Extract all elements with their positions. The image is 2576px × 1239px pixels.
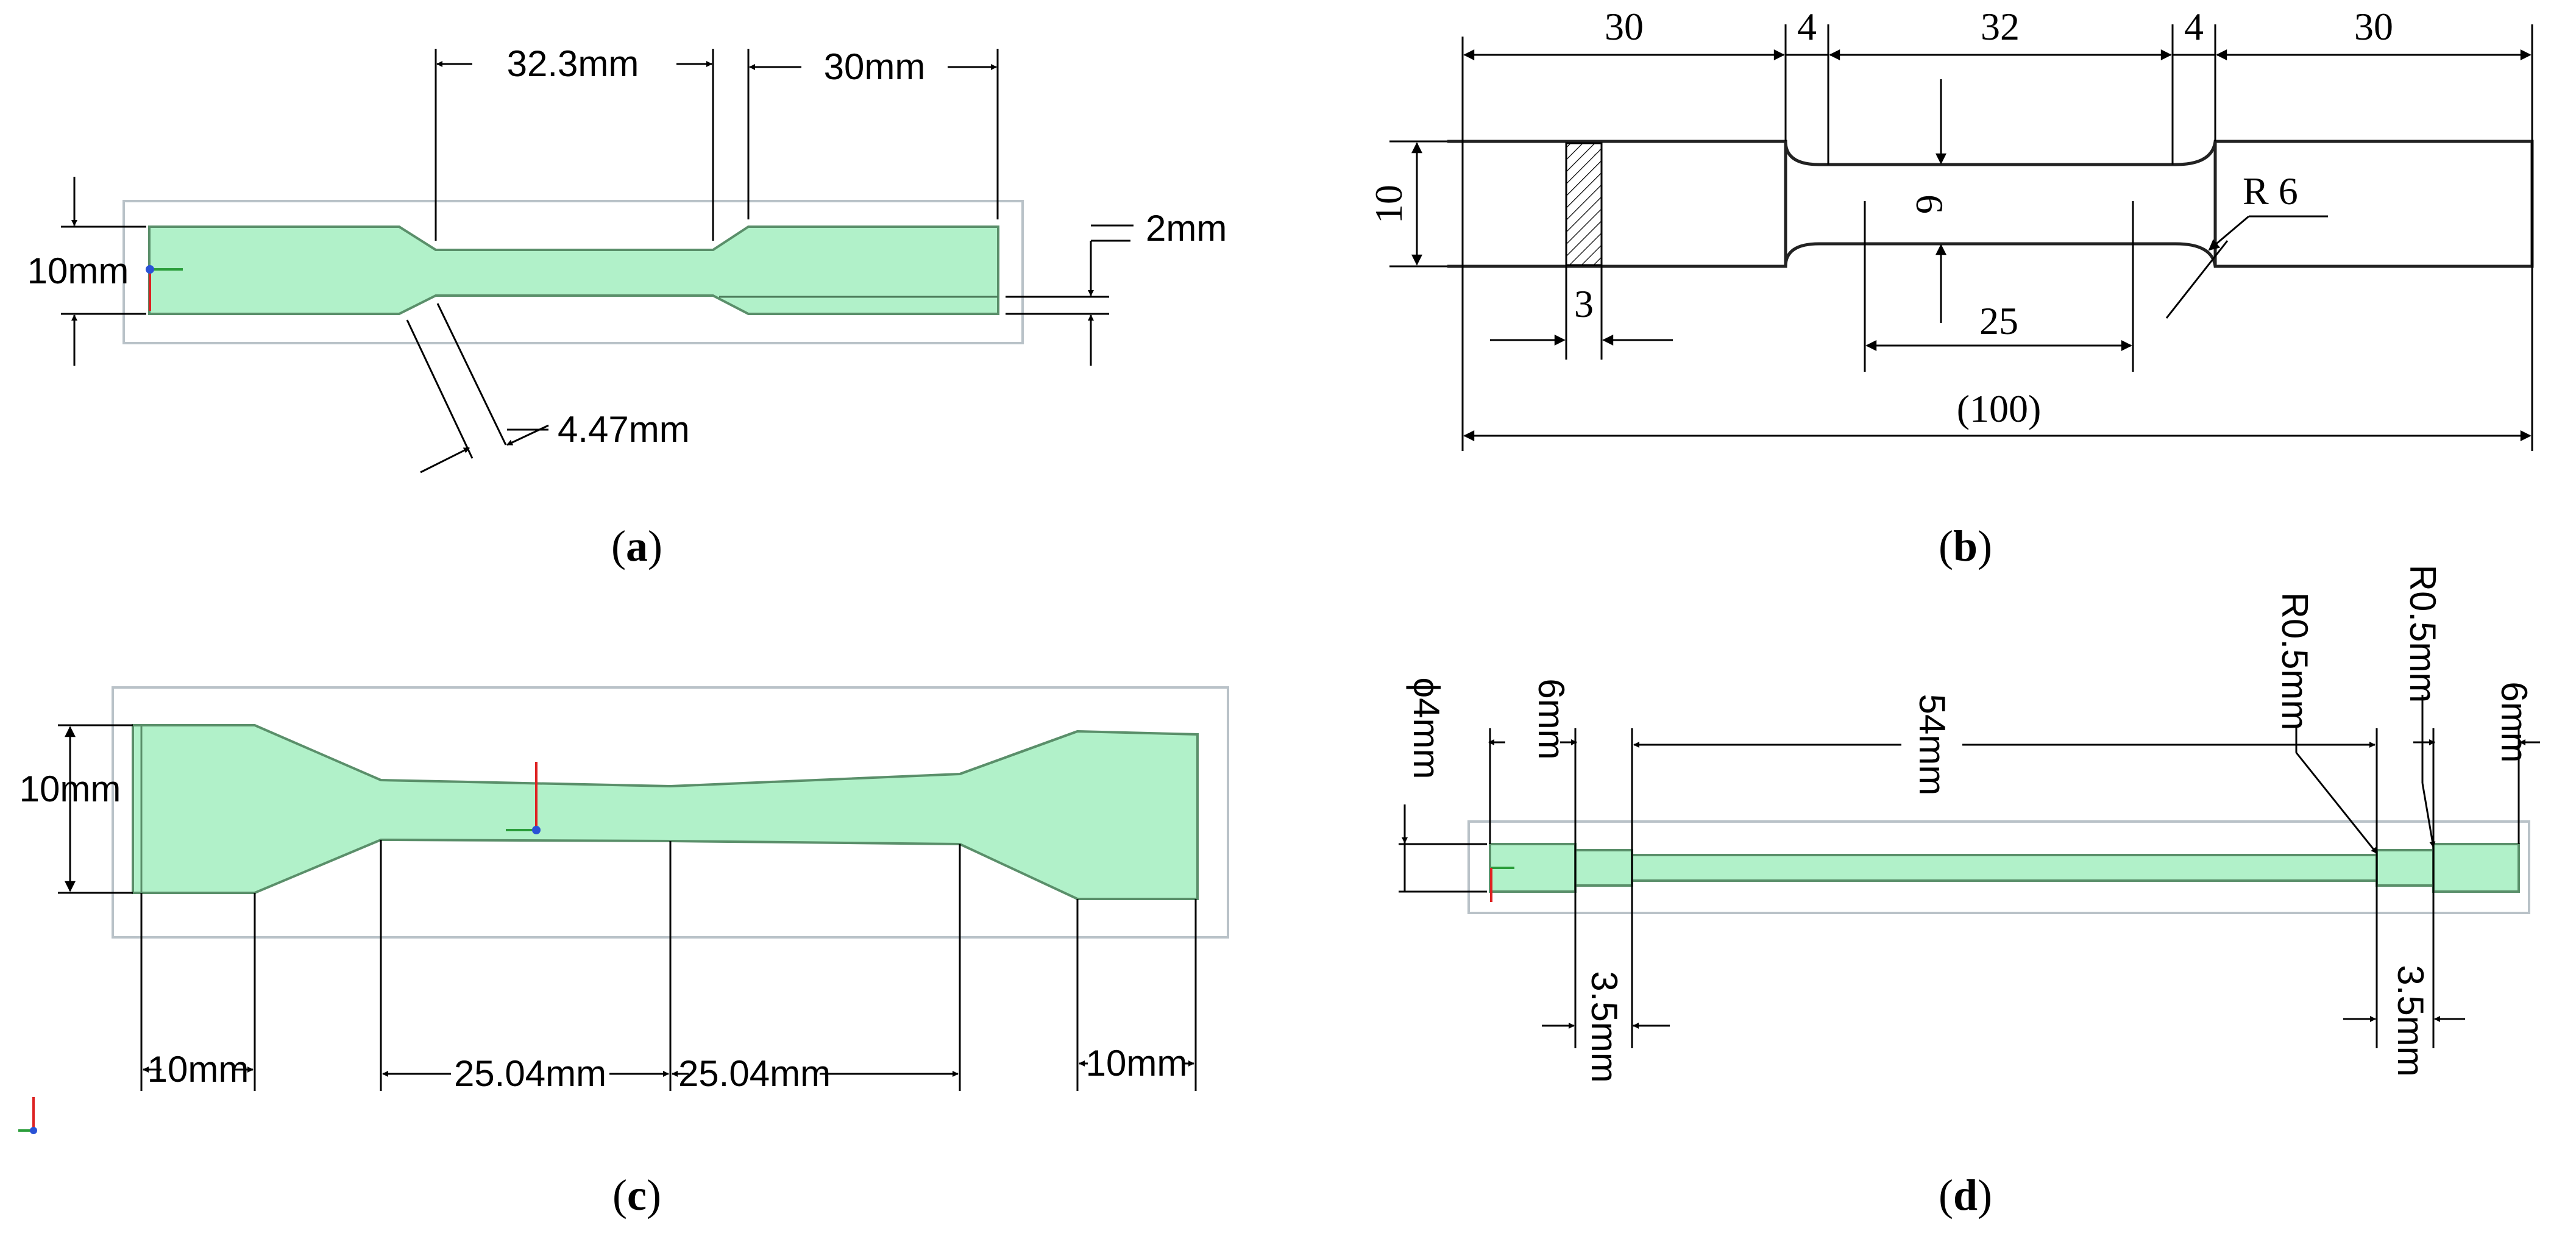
- axis-triad-icon: [146, 265, 183, 311]
- dim-gauge-length: 32.3mm: [507, 43, 639, 84]
- panel-c: 10mm 10mm 25.04mm 25.04mm 10mm (c): [18, 686, 1229, 1219]
- dim-thickness: 2mm: [1146, 208, 1227, 249]
- panel-a: 32.3mm 30mm 10mm 2mm 4.47mm (a): [27, 43, 1227, 570]
- panel-b: 30 4 32 4 30 10 6 3 R 6 25 (100) (b): [1367, 5, 2534, 570]
- right-step-part: [2376, 849, 2435, 887]
- dim-gauge-length: 25: [1979, 299, 2018, 343]
- bounding-box: [122, 200, 1024, 344]
- dim-left-grip: 6mm: [1531, 678, 1572, 759]
- left-step-part: [1574, 849, 1633, 887]
- axis-triad-icon: [506, 762, 541, 834]
- dim-gauge: 32: [1981, 5, 2020, 48]
- dim-grip-length: 30mm: [824, 46, 926, 87]
- dim-left-step: 3.5mm: [1584, 971, 1625, 1082]
- specimen-flat-shape: [148, 225, 999, 315]
- dim-right-transition: 4: [2184, 5, 2204, 48]
- dim-right-grip: 6mm: [2494, 681, 2535, 762]
- bounding-box: [1467, 820, 2530, 914]
- caption-b: (b): [1939, 522, 1992, 570]
- panel-d: ϕ4mm 6mm 54mm 6mm R0.5mm R0.5mm 3.5mm 3.…: [1399, 565, 2540, 1219]
- caption-d: (d): [1939, 1171, 1992, 1219]
- global-axis-icon: [18, 1097, 37, 1134]
- axis-triad-icon: [1490, 867, 1514, 902]
- dim-diameter: ϕ4mm: [1406, 678, 1447, 779]
- dim-width: 10mm: [27, 250, 129, 291]
- dim-left-transition: 4: [1797, 5, 1817, 48]
- dim-width: 10mm: [20, 769, 121, 809]
- dim-total-length: (100): [1957, 387, 2042, 430]
- gauge-rod-part: [1631, 854, 2378, 882]
- specimen-outline: [1447, 140, 2534, 268]
- dim-gauge-width: 6: [1908, 194, 1951, 214]
- dim-radius-right: R0.5mm: [2402, 565, 2443, 703]
- specimen-flat-shape: [132, 724, 1199, 900]
- dim-length: 54mm: [1912, 694, 1953, 796]
- dim-left-grip: 10mm: [147, 1049, 249, 1090]
- dim-right-step: 3.5mm: [2390, 965, 2431, 1076]
- caption-c: (c): [612, 1171, 661, 1219]
- dim-left-grip: 30: [1605, 5, 1644, 48]
- dim-radius-left: R0.5mm: [2274, 592, 2315, 731]
- dim-right-half: 25.04mm: [678, 1053, 831, 1094]
- dim-width: 10: [1367, 185, 1410, 224]
- dim-radius: R 6: [2243, 169, 2298, 213]
- dim-right-grip: 30: [2354, 5, 2393, 48]
- dim-right-grip: 10mm: [1086, 1043, 1188, 1084]
- caption-a: (a): [611, 522, 662, 570]
- cross-section-hatch: [1565, 142, 1603, 266]
- dim-fillet: 4.47mm: [558, 409, 690, 450]
- dim-left-half: 25.04mm: [454, 1053, 606, 1094]
- dim-thickness: 3: [1574, 282, 1594, 325]
- right-grip-part: [2432, 843, 2520, 893]
